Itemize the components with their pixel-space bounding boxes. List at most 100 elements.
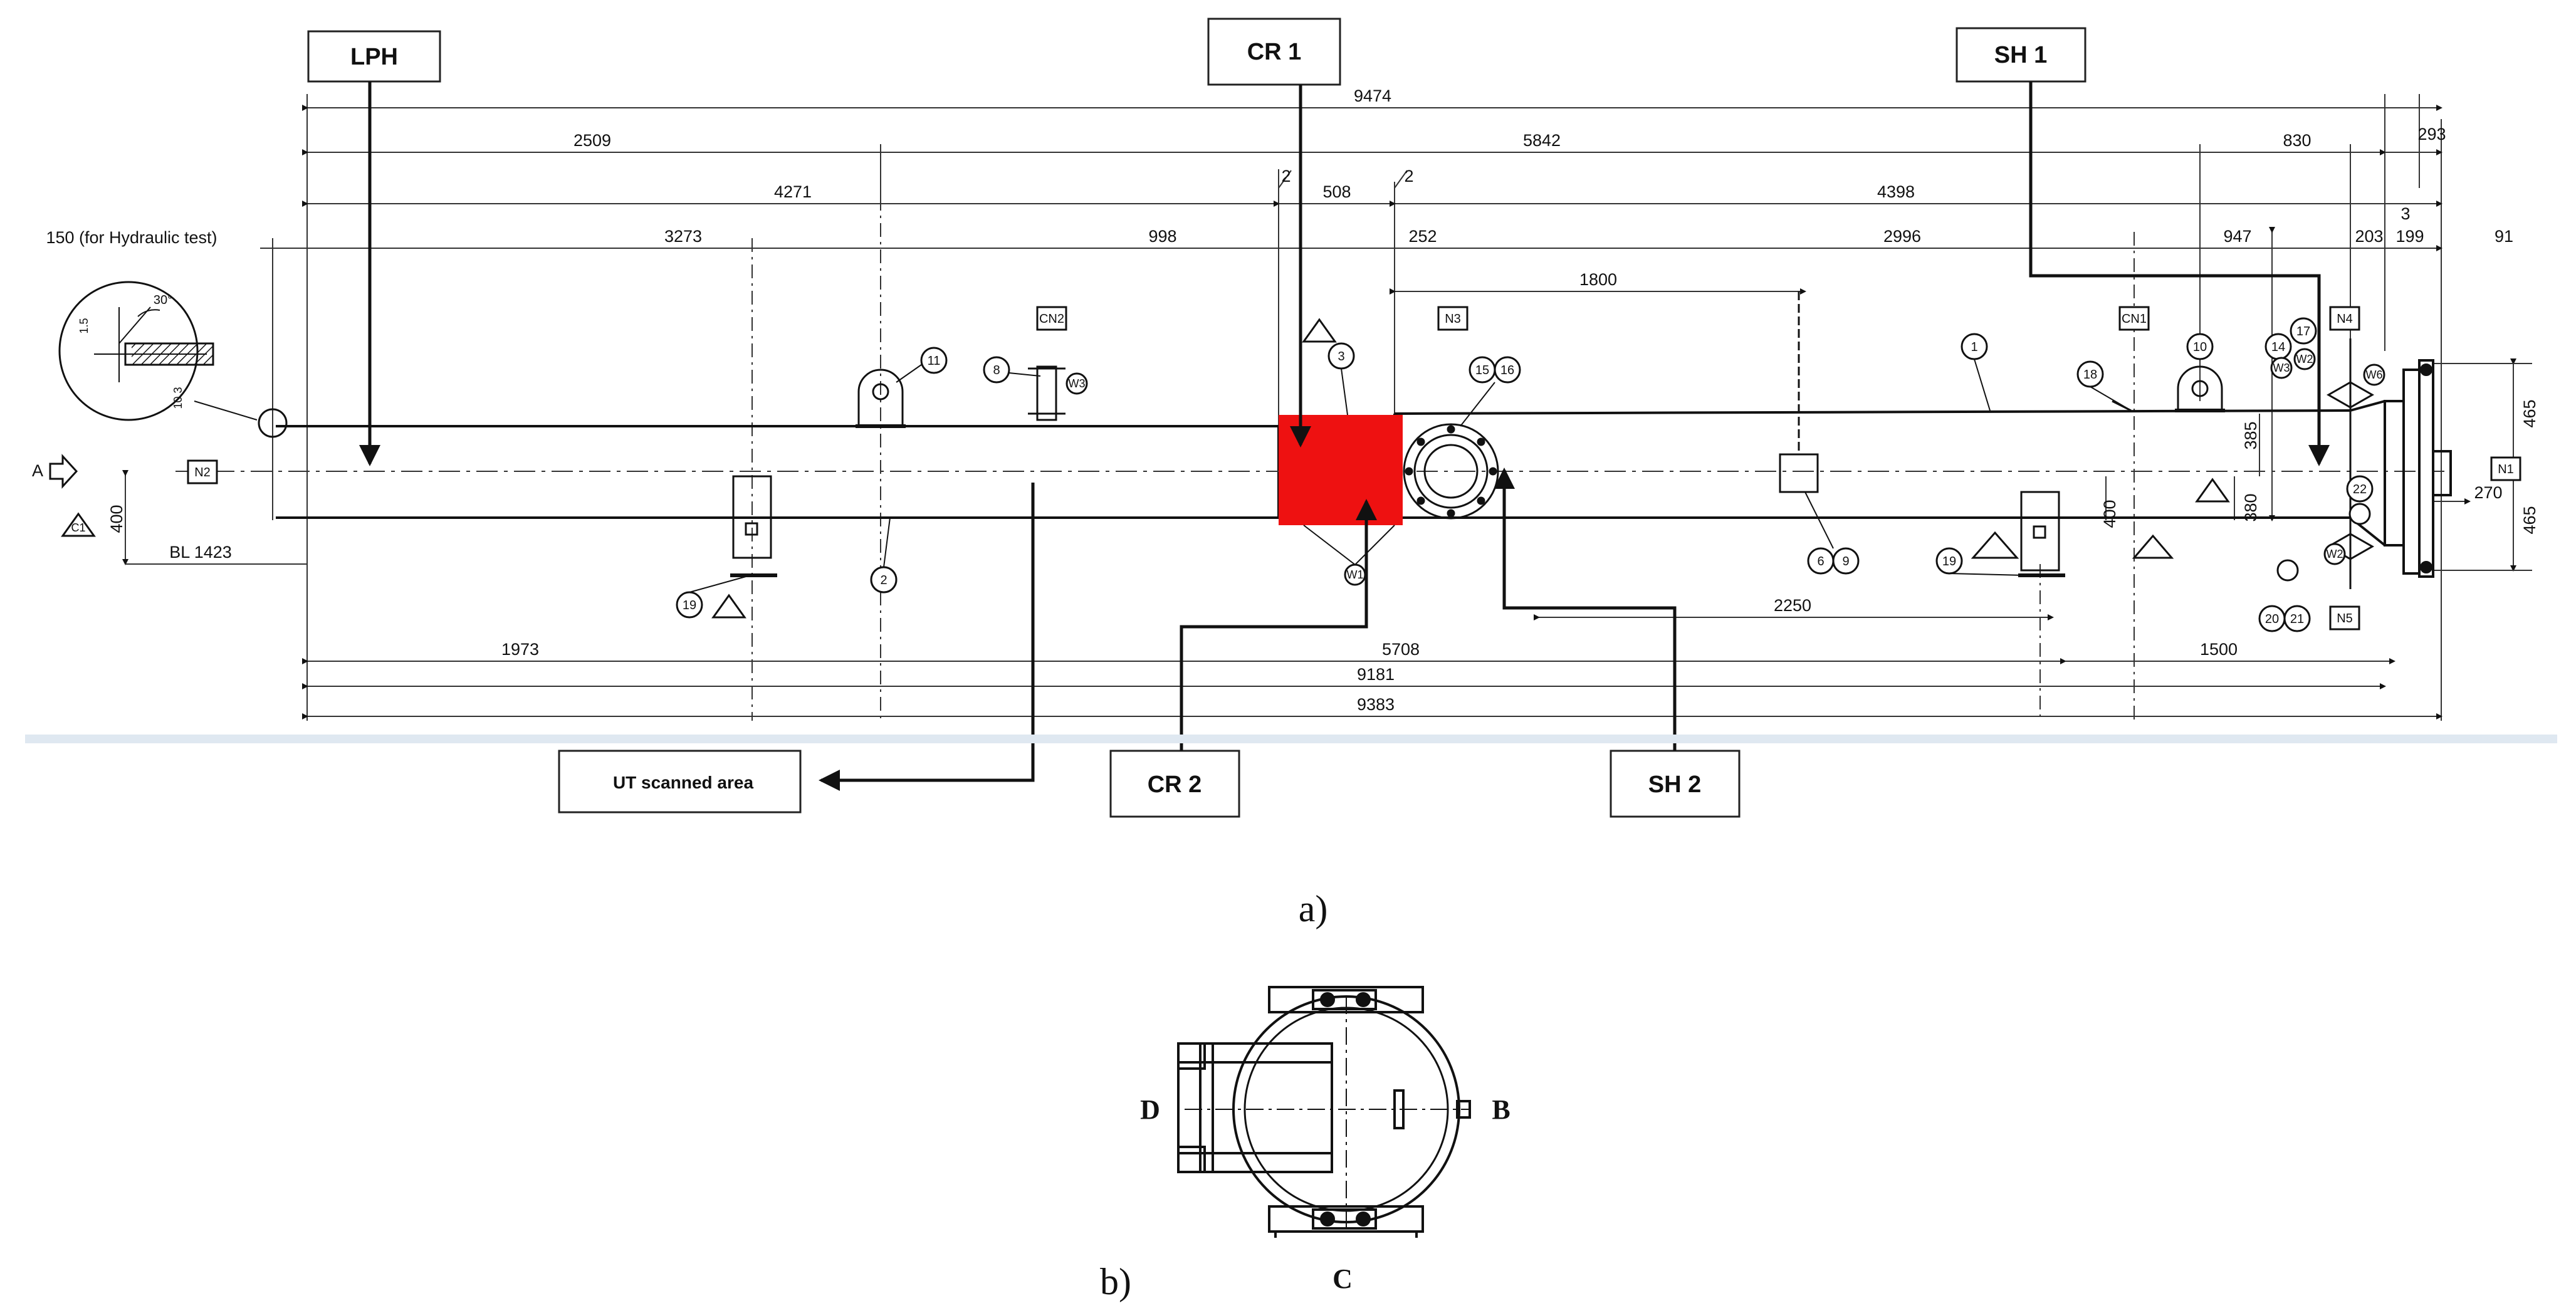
weld-w1: W1 (1347, 568, 1364, 581)
dim-1973: 1973 (501, 640, 539, 659)
item-11: 11 (928, 354, 941, 368)
callout-sh2-box (1610, 750, 1741, 818)
view-a-label: A (32, 461, 43, 480)
nozzle-details (1028, 291, 2375, 589)
item-8: 8 (993, 364, 1000, 377)
weld-c1: C1 (71, 521, 85, 534)
item-3: 3 (1338, 350, 1344, 364)
dim-4271: 4271 (774, 182, 812, 201)
dim-91: 91 (2495, 227, 2513, 246)
view-b-label-c: C (1333, 1263, 1353, 1294)
item-10: 10 (2193, 340, 2207, 354)
weld-w3-left: W3 (1069, 377, 1086, 390)
item-10-balloon (2186, 333, 2214, 360)
callout-ut-box (558, 750, 802, 813)
callout-sh2: SH 2 (1648, 772, 1701, 798)
separator-band (25, 735, 2557, 743)
dim-5842: 5842 (1523, 131, 1561, 150)
item-19-right: 19 (1942, 555, 1956, 568)
lifting-lugs (856, 365, 2225, 428)
dim-203: 203 (2355, 227, 2383, 246)
callout-ut-scanned-area: UT scanned area (613, 773, 754, 792)
dim-9181: 9181 (1357, 665, 1395, 684)
weld-detail: 1.5 30° 10.3 (58, 281, 288, 438)
marker-n2: N2 (194, 466, 211, 479)
detail-dim-103: 10.3 (172, 387, 184, 409)
dim-400-right: 400 (2100, 500, 2119, 528)
dim-2996: 2996 (1883, 227, 1921, 246)
dim-2-right: 2 (1404, 167, 1413, 186)
item-17: 17 (2296, 325, 2310, 338)
weld-w2-top: W2 (2296, 353, 2313, 365)
item-20: 20 (2265, 612, 2279, 626)
manway (1403, 423, 1499, 520)
dim-270: 270 (2474, 483, 2502, 502)
view-b-label-b: B (1492, 1094, 1510, 1125)
callout-cr1-box (1207, 18, 1341, 86)
marker-n4: N4 (2337, 312, 2353, 326)
dim-947: 947 (2223, 227, 2251, 246)
callouts: LPH CR 1 SH 1 CR 2 SH 2 UT scanned area (307, 18, 2086, 818)
hydraulic-test-note: 150 (for Hydraulic test) (46, 228, 217, 247)
dim-400-left: 400 (107, 505, 126, 533)
callout-arrows (359, 81, 2330, 791)
baseline-label: BL 1423 (169, 543, 232, 562)
item-22: 22 (2353, 483, 2367, 496)
detail-angle-30: 30° (154, 293, 172, 307)
marker-cn2: CN2 (1039, 312, 1064, 326)
callout-lph: LPH (350, 44, 398, 70)
item-18: 18 (2083, 368, 2097, 382)
weld-w6: W6 (2366, 369, 2383, 381)
dim-3: 3 (2401, 204, 2410, 223)
dimension-lines (122, 105, 2532, 719)
supports (730, 475, 2065, 577)
dim-380: 380 (2241, 493, 2260, 521)
weld-w3-right: W3 (2273, 362, 2290, 374)
item-numbers: 11 8 W3 3 15 16 1 18 14 17 W2 W3 W6 22 W… (71, 325, 2382, 626)
dim-4398: 4398 (1877, 182, 1915, 201)
view-b-label-d: D (1140, 1094, 1160, 1125)
caption-a: a) (1299, 888, 1328, 929)
item-balloons (676, 317, 2385, 632)
dim-293: 293 (2417, 125, 2446, 144)
leader-lines (689, 358, 2132, 593)
marker-n1: N1 (2498, 463, 2514, 476)
dim-2-left: 2 (1281, 167, 1291, 186)
callout-sh1: SH 1 (1994, 42, 2047, 68)
dim-199: 199 (2395, 227, 2424, 246)
marker-box-labels: N2 N3 N4 N5 N1 CN2 CN1 (194, 312, 2514, 625)
end-flange (2349, 359, 2452, 578)
marker-n3: N3 (1445, 312, 1461, 326)
callout-cr2-box (1109, 750, 1240, 818)
callout-cr1: CR 1 (1247, 39, 1302, 65)
dim-385: 385 (2241, 421, 2260, 449)
item-16: 16 (1500, 364, 1514, 377)
weld-w2-bottom: W2 (2327, 548, 2343, 560)
caption-b: b) (1100, 1261, 1131, 1302)
dim-998: 998 (1148, 227, 1176, 246)
marker-boxes (187, 306, 2521, 630)
dim-252: 252 (1408, 227, 1437, 246)
detail-dim-15: 1.5 (78, 318, 90, 333)
callout-cr2: CR 2 (1148, 772, 1202, 798)
dim-2509: 2509 (573, 131, 611, 150)
dim-3273: 3273 (664, 227, 702, 246)
item-14: 14 (2271, 340, 2285, 354)
weld-symbols (61, 318, 2230, 619)
item-19-left: 19 (683, 599, 696, 612)
dimension-texts: 9474 2509 5842 830 293 4271 2 508 2 4398… (46, 86, 2539, 714)
dim-1800: 1800 (1579, 270, 1617, 289)
figure-a: 1.5 30° 10.3 9474 2509 5842 830 293 4271… (25, 18, 2557, 818)
item-9: 9 (1842, 555, 1849, 568)
dim-5708: 5708 (1382, 640, 1420, 659)
item-6: 6 (1817, 555, 1824, 568)
callout-sh1-box (1956, 27, 2086, 83)
dim-465-top: 465 (2520, 399, 2539, 427)
dim-1500: 1500 (2200, 640, 2238, 659)
dim-9474: 9474 (1354, 86, 1391, 105)
item-1: 1 (1971, 340, 1977, 354)
dim-508: 508 (1322, 182, 1351, 201)
cr-highlight (1279, 415, 1403, 525)
marker-cn1: CN1 (2122, 312, 2147, 326)
